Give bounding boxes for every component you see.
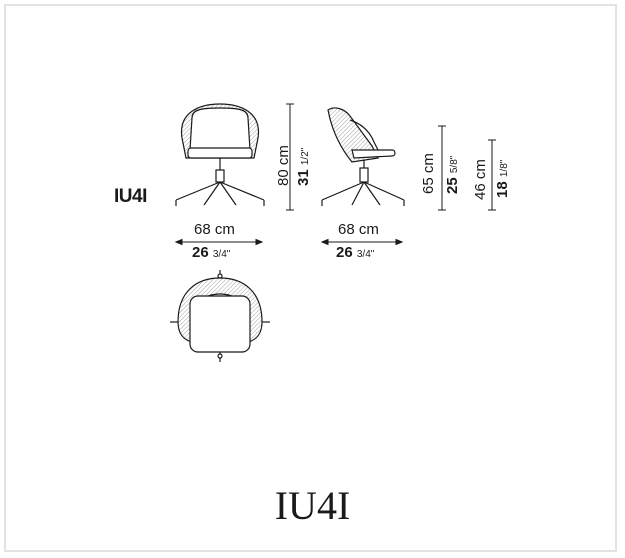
seat-height-dimension-line [488, 139, 496, 211]
front-height-dimension-line [286, 103, 294, 211]
model-label: IU4I [114, 186, 147, 207]
arm-height-dimension-line [438, 125, 446, 211]
product-caption: IU4I [274, 483, 351, 528]
top-view-chair [170, 270, 270, 362]
seat-height-in: 18 1/8" [494, 159, 511, 198]
front-width-in: 26 3/4" [192, 244, 231, 261]
seat-height-cm: 46 cm [472, 159, 489, 200]
front-width-cm: 68 cm [194, 221, 235, 238]
front-height-in: 31 1/2" [295, 147, 312, 186]
product-card [4, 4, 617, 552]
arm-height-in: 25 5/8" [444, 155, 461, 194]
arm-height-cm: 65 cm [420, 153, 437, 194]
side-depth-in: 26 3/4" [336, 244, 375, 261]
side-depth-dimension-line [320, 238, 404, 246]
front-height-cm: 80 cm [275, 145, 292, 186]
side-depth-cm: 68 cm [338, 221, 379, 238]
front-width-dimension-line [174, 238, 264, 246]
side-view-chair [321, 107, 405, 206]
front-view-chair [175, 103, 265, 206]
